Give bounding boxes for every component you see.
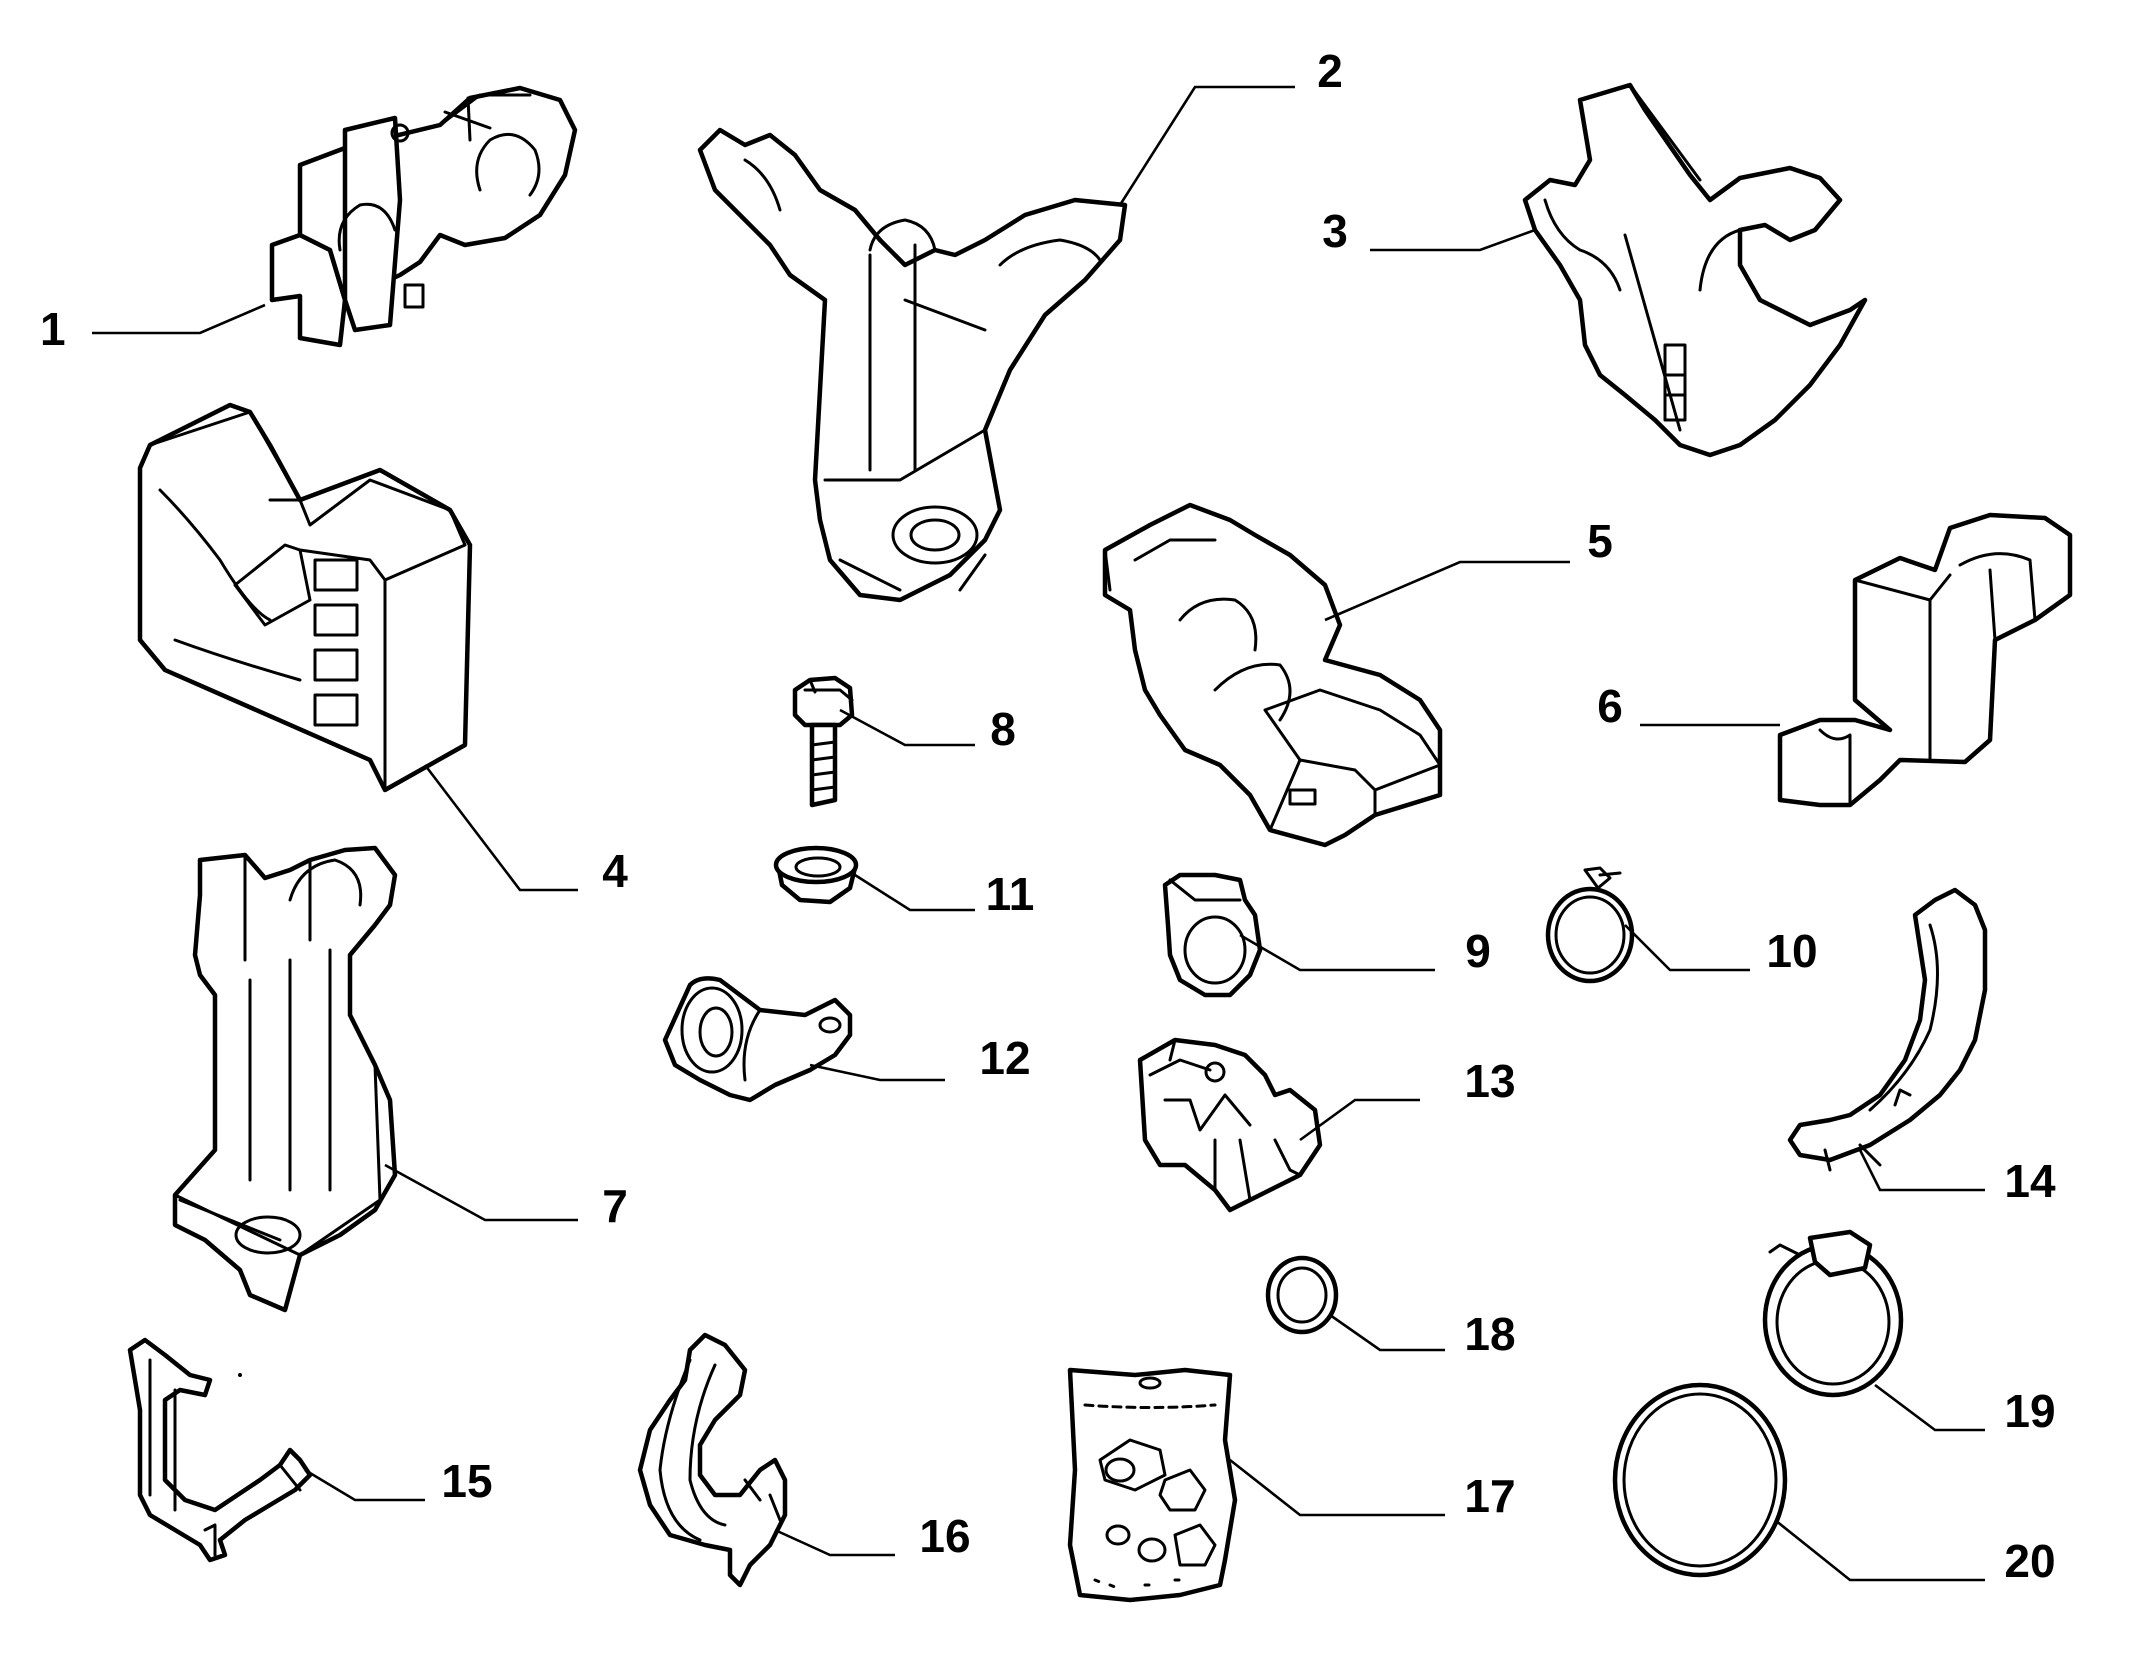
callout-17: 17 bbox=[1464, 1470, 1515, 1522]
part-18-washer bbox=[1265, 1255, 1339, 1335]
part-12-p-clip bbox=[662, 976, 853, 1103]
callout-20: 20 bbox=[2004, 1535, 2055, 1587]
part-15-wire-clamp bbox=[127, 1337, 313, 1563]
callout-8: 8 bbox=[990, 703, 1016, 755]
callout-15: 15 bbox=[441, 1455, 492, 1507]
part-1-double-clip bbox=[269, 85, 578, 348]
callout-10: 10 bbox=[1766, 925, 1817, 977]
callout-5: 5 bbox=[1587, 515, 1613, 567]
part-7-tall-bracket bbox=[172, 845, 398, 1313]
part-16-clamp bbox=[637, 1332, 788, 1588]
part-4-block bbox=[137, 402, 473, 793]
part-6-l-holder bbox=[1777, 512, 2073, 808]
callout-12: 12 bbox=[979, 1032, 1030, 1084]
part-13-clip-base bbox=[1137, 1037, 1323, 1213]
callout-13: 13 bbox=[1464, 1055, 1515, 1107]
callout-2: 2 bbox=[1317, 45, 1343, 97]
callout-16: 16 bbox=[919, 1510, 970, 1562]
part-14-curved-clamp bbox=[1787, 887, 1988, 1172]
callout-4: 4 bbox=[602, 845, 628, 897]
callout-18: 18 bbox=[1464, 1308, 1515, 1360]
callout-3: 3 bbox=[1322, 205, 1348, 257]
callout-11: 11 bbox=[986, 868, 1035, 920]
callout-19: 19 bbox=[2004, 1385, 2055, 1437]
callout-14: 14 bbox=[2004, 1155, 2056, 1207]
part-2-y-bracket bbox=[697, 127, 1128, 603]
part-3-bracket bbox=[1522, 82, 1868, 458]
part-20-o-ring bbox=[1612, 1382, 1788, 1578]
callout-7: 7 bbox=[602, 1180, 628, 1232]
part-19-band-clamp bbox=[1762, 1229, 1904, 1398]
part-8-bolt bbox=[792, 675, 855, 808]
callout-1: 1 bbox=[40, 303, 66, 355]
part-10-spring-clip bbox=[1545, 866, 1635, 984]
part-17-fittings-kit bbox=[1067, 1367, 1238, 1603]
part-9-hose-clip bbox=[1162, 872, 1263, 998]
callout-9: 9 bbox=[1465, 925, 1491, 977]
part-11-nut bbox=[773, 845, 859, 905]
callout-6: 6 bbox=[1597, 680, 1623, 732]
part-5-double-holder bbox=[1102, 502, 1443, 848]
